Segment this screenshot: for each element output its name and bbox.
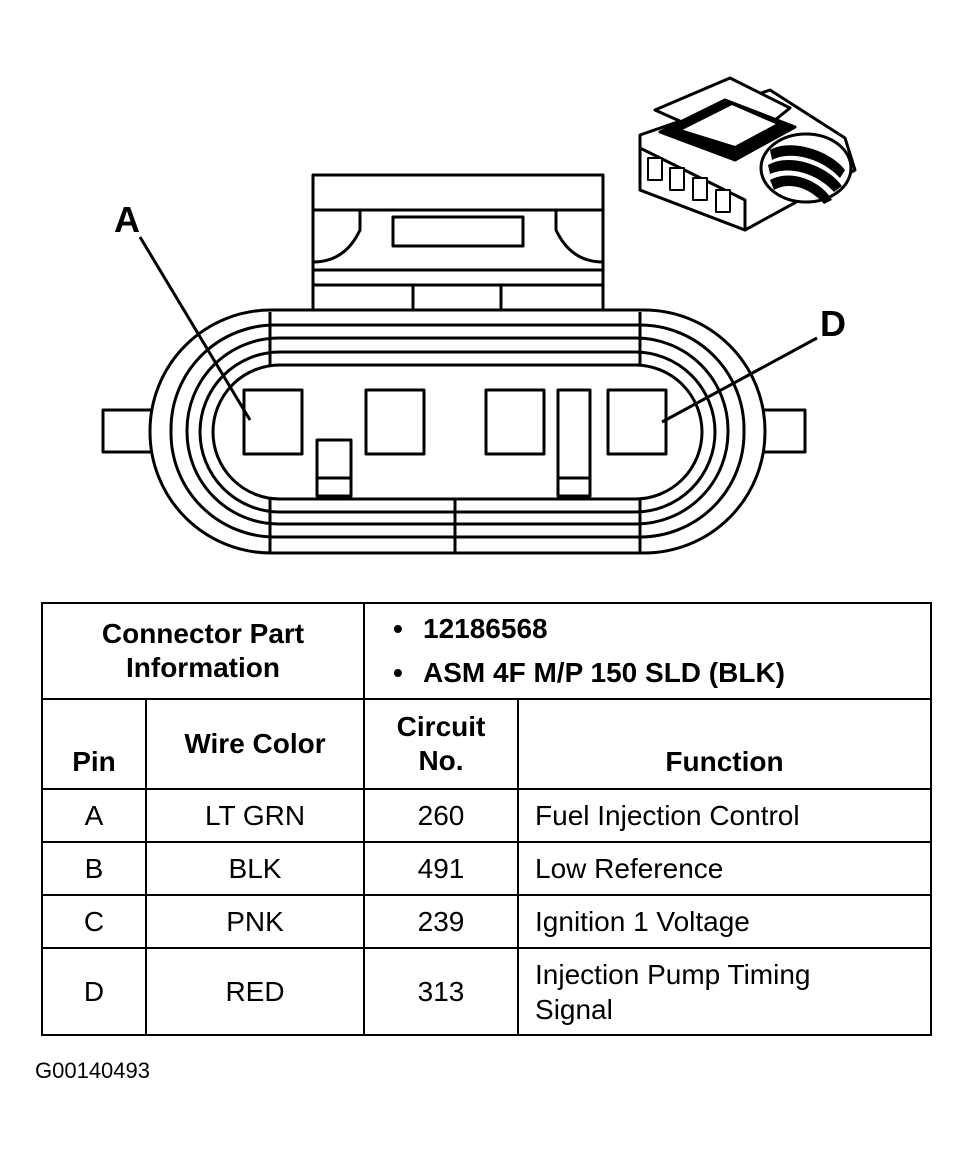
table-row: A LT GRN 260 Fuel Injection Control bbox=[41, 788, 933, 843]
header-pin: Pin bbox=[41, 698, 147, 790]
connector-illustration bbox=[638, 76, 857, 232]
pin-cell: A bbox=[41, 788, 147, 843]
part-number-2: ASM 4F M/P 150 SLD (BLK) bbox=[365, 651, 930, 695]
function-cell: Low Reference bbox=[517, 841, 933, 896]
circuit-cell: 260 bbox=[363, 788, 520, 843]
pin-cavity-a bbox=[242, 388, 304, 456]
header-function: Function bbox=[517, 698, 933, 790]
pin-cavity-d bbox=[606, 388, 668, 456]
pin-cavities bbox=[242, 388, 668, 498]
connector-body bbox=[148, 308, 767, 555]
wire-color-cell: LT GRN bbox=[144, 788, 366, 843]
table-row: B BLK 491 Low Reference bbox=[41, 841, 933, 896]
latch-housing bbox=[311, 173, 605, 313]
callout-label-d: D bbox=[820, 303, 846, 344]
function-cell: Injection Pump Timing Signal bbox=[517, 947, 933, 1036]
pin-cavity-b bbox=[364, 388, 426, 456]
function-cell: Fuel Injection Control bbox=[517, 788, 933, 843]
header-row: Pin Wire Color Circuit No. Function bbox=[41, 698, 933, 790]
wire-color-cell: RED bbox=[144, 947, 366, 1036]
circuit-cell: 491 bbox=[363, 841, 520, 896]
part-number-list: 12186568 ASM 4F M/P 150 SLD (BLK) bbox=[363, 602, 933, 700]
part-number-1: 12186568 bbox=[365, 607, 930, 651]
leader-line-a bbox=[138, 236, 252, 421]
pin-cell: C bbox=[41, 894, 147, 949]
table-row: C PNK 239 Ignition 1 Voltage bbox=[41, 894, 933, 949]
pin-cell: D bbox=[41, 947, 147, 1036]
connector-diagram bbox=[101, 76, 857, 555]
pin-cavity-c bbox=[484, 388, 546, 456]
leader-line-d bbox=[661, 336, 818, 424]
circuit-cell: 239 bbox=[363, 894, 520, 949]
part-info-label: Connector Part Information bbox=[40, 602, 366, 700]
wire-color-cell: BLK bbox=[144, 841, 366, 896]
table-row: D RED 313 Injection Pump Timing Signal bbox=[41, 947, 933, 1036]
pin-cell: B bbox=[41, 841, 147, 896]
circuit-cell: 313 bbox=[363, 947, 520, 1036]
header-wire-color: Wire Color bbox=[144, 698, 366, 790]
function-cell: Ignition 1 Voltage bbox=[517, 894, 933, 949]
part-info-row: Connector Part Information 12186568 ASM … bbox=[40, 602, 933, 700]
connector-info-table: Connector Part Information 12186568 ASM … bbox=[40, 602, 933, 1036]
callout-label-a: A bbox=[114, 199, 140, 240]
figure-id: G00140493 bbox=[35, 1058, 150, 1083]
wire-color-cell: PNK bbox=[144, 894, 366, 949]
header-circuit-no: Circuit No. bbox=[363, 698, 520, 790]
